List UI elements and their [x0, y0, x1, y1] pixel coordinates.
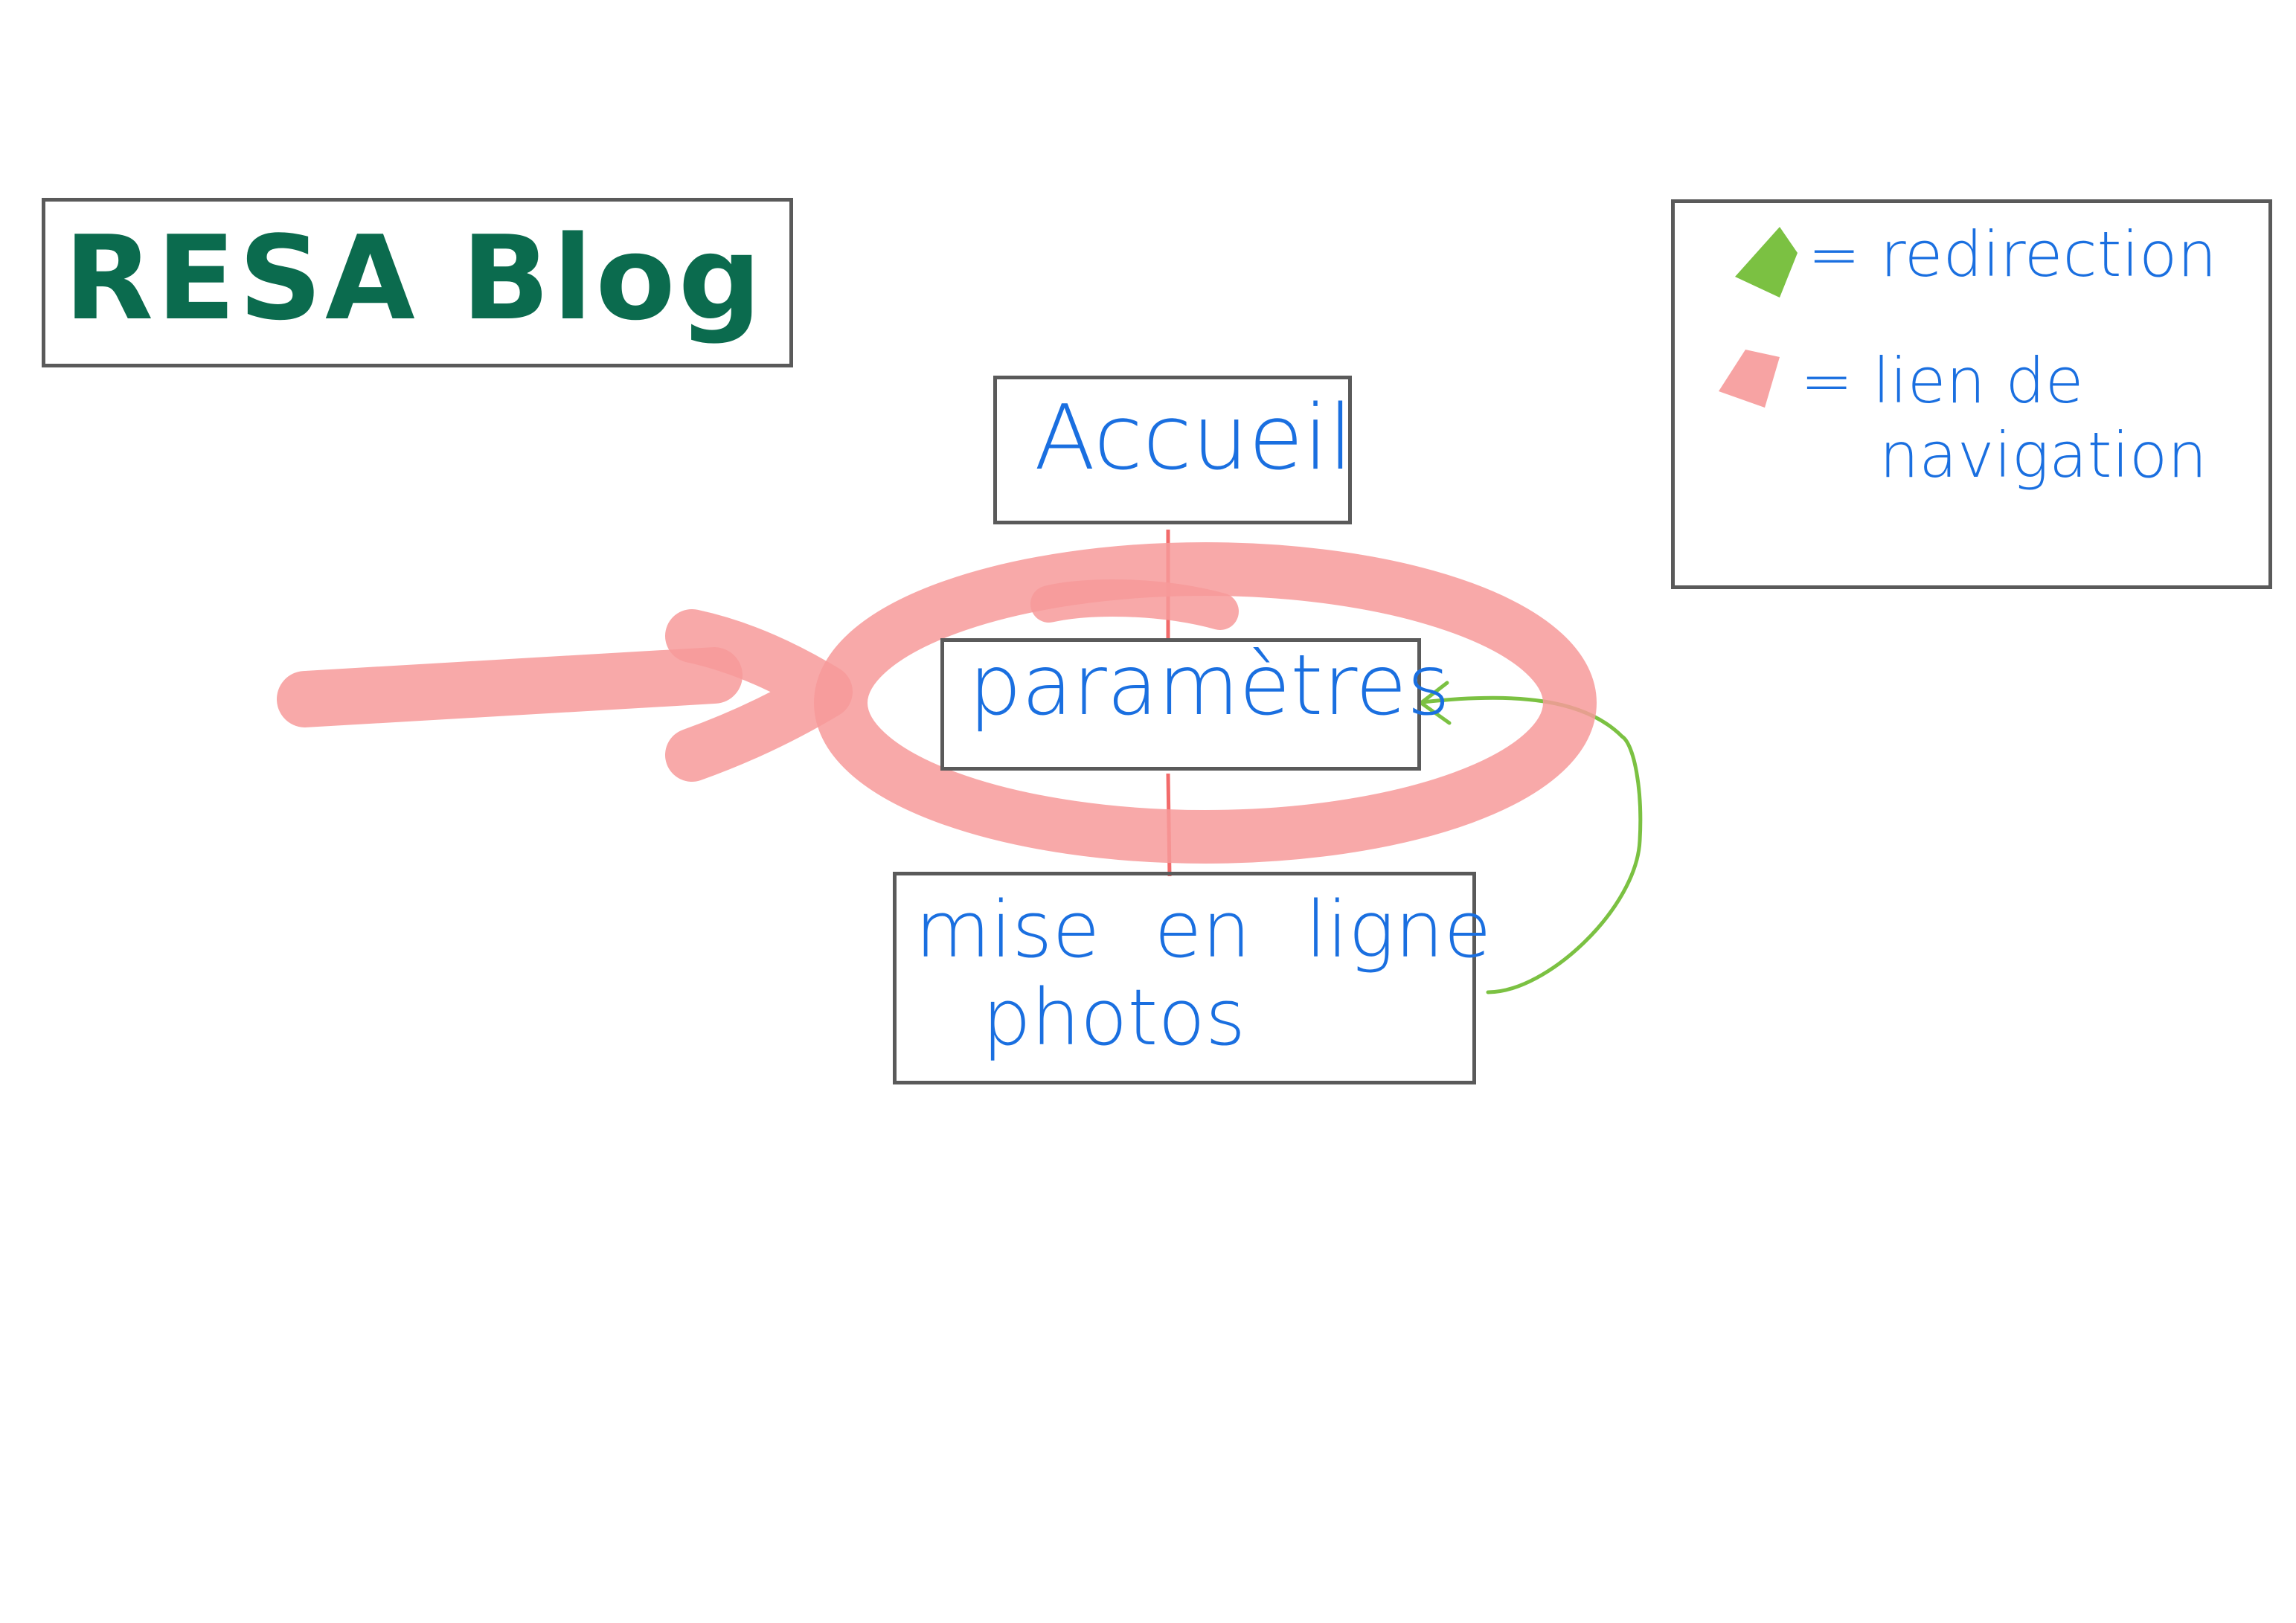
redirection-swatch: [1735, 227, 1798, 298]
highlight-stroke-top: [1030, 579, 1239, 630]
legend-navigation-label: = lien de: [1800, 344, 2084, 417]
navigation-swatch: [1719, 350, 1780, 408]
redirection-arrow: [1420, 695, 1643, 994]
diagram-title: RESA Blog: [64, 210, 765, 346]
node-parametres-label: paramètres: [969, 637, 1451, 734]
node-accueil-label: Accueil: [1034, 387, 1353, 490]
node-photos-label-line1: mise en ligne: [915, 884, 1492, 975]
title-box: [42, 198, 793, 367]
legend-navigation-label-line2: navigation: [1879, 419, 2207, 492]
node-accueil: [993, 376, 1352, 524]
node-photos-label-line2: photos: [982, 972, 1246, 1063]
pointer-arrowhead: [665, 609, 853, 782]
legend-redirection-label: = redirection: [1808, 218, 2217, 291]
redirection-arrowhead: [1419, 681, 1452, 725]
pointer-arrow-shaft: [277, 647, 743, 727]
node-parametres: [940, 638, 1421, 771]
node-mise-en-ligne-photos: [893, 872, 1476, 1084]
legend-box: [1671, 199, 2272, 589]
